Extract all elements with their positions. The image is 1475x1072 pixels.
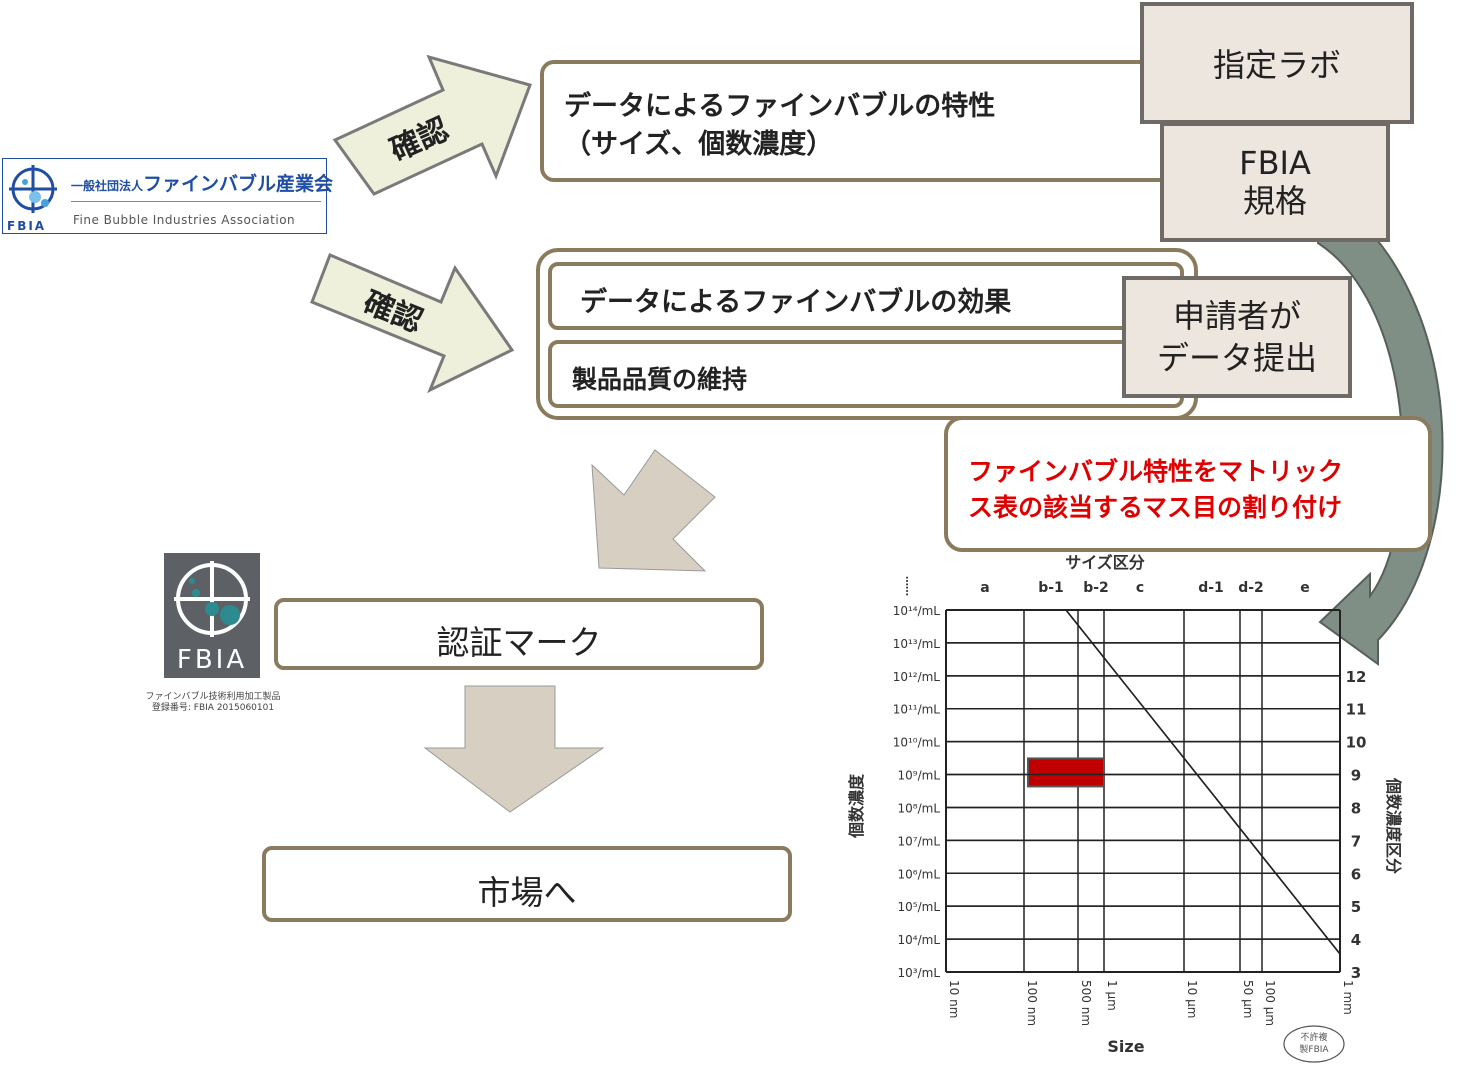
box-designated-lab: 指定ラボ	[1140, 2, 1414, 124]
x-tick-label: 10 μm	[1185, 980, 1199, 1018]
y-tick-label: 10⁷/mL	[898, 834, 941, 848]
chart-title: サイズ区分	[1065, 553, 1145, 572]
box-market: 市場へ	[262, 846, 792, 922]
x-axis-label: Size	[1107, 1037, 1144, 1056]
size-class-label: d-2	[1238, 580, 1264, 596]
size-class-label: e	[1300, 580, 1310, 596]
standard-line1: FBIA	[1239, 144, 1311, 182]
org-name-en: Fine Bubble Industries Association	[73, 213, 296, 227]
matrix-note-line2: ス表の該当するマス目の割り付け	[968, 493, 1343, 522]
box-fbia-standard: FBIA 規格	[1160, 122, 1390, 242]
applicant-line2: データ提出	[1156, 339, 1317, 377]
quality-label: 製品品質の維持	[572, 365, 748, 394]
ellipsis-mark: ……	[900, 576, 911, 596]
box-applicant: 申請者が データ提出	[1122, 276, 1352, 398]
y-tick-label: 10⁸/mL	[898, 801, 941, 815]
cert-logo: FBIA	[164, 553, 260, 678]
concentration-class-label: 8	[1351, 799, 1361, 817]
y-axis-label-right: 個数濃度区分	[1384, 777, 1403, 874]
down-arrow	[423, 685, 605, 813]
stamp-text-2: 製FBIA	[1299, 1043, 1329, 1055]
y-tick-label: 10¹¹/mL	[893, 703, 941, 717]
confirm-arrow-1	[332, 54, 532, 196]
lab-label: 指定ラボ	[1212, 46, 1341, 84]
box-characteristics: データによるファインバブルの特性 （サイズ、個数濃度）	[540, 60, 1180, 182]
x-tick-label: 1 mm	[1341, 980, 1355, 1015]
x-tick-label: 1 μm	[1105, 980, 1119, 1011]
cert-bubble-icon	[174, 561, 250, 637]
effect-label: データによるファインバブルの効果	[580, 287, 1012, 318]
cert-caption1: ファインバブル技術利用加工製品	[145, 692, 281, 702]
org-name: 一般社団法人ファインバブル産業会	[71, 169, 333, 196]
fbia-org-logo: FBIA 一般社団法人ファインバブル産業会 Fine Bubble Indust…	[2, 158, 333, 234]
size-class-label: c	[1136, 580, 1144, 596]
confirm-arrow-2	[310, 253, 515, 394]
x-tick-label: 100 μm	[1263, 980, 1277, 1026]
y-tick-label: 10¹⁴/mL	[893, 604, 941, 618]
concentration-class-label: 9	[1351, 767, 1361, 785]
matrix-note-line1: ファインバブル特性をマトリック	[968, 457, 1344, 486]
concentration-class-label: 6	[1351, 865, 1361, 883]
y-tick-label: 10⁹/mL	[898, 769, 941, 783]
highlight-cell	[1027, 757, 1105, 788]
characteristics-line1: データによるファインバブルの特性	[564, 91, 996, 122]
org-divider	[71, 201, 321, 202]
y-tick-label: 10³/mL	[898, 966, 941, 980]
y-tick-label: 10⁵/mL	[898, 900, 941, 914]
concentration-class-label: 10	[1346, 734, 1367, 752]
box-effect: データによるファインバブルの効果	[548, 262, 1184, 330]
size-class-label: a	[980, 580, 989, 596]
cert-abbr: FBIA	[176, 645, 248, 675]
stamp-outline	[1283, 1025, 1345, 1063]
size-class-label: d-1	[1198, 580, 1224, 596]
y-tick-label: 10⁴/mL	[898, 933, 941, 947]
x-tick-label: 500 nm	[1079, 980, 1093, 1026]
characteristics-line2: （サイズ、個数濃度）	[564, 129, 834, 160]
fbia-logo-icon	[9, 165, 57, 213]
box-quality: 製品品質の維持	[548, 340, 1184, 408]
market-label: 市場へ	[477, 873, 577, 912]
concentration-class-label: 7	[1351, 832, 1361, 850]
x-tick-label: 100 nm	[1025, 980, 1039, 1026]
y-tick-label: 10¹³/mL	[893, 637, 941, 651]
concentration-class-label: 5	[1351, 898, 1361, 916]
y-tick-label: 10¹⁰/mL	[893, 736, 941, 750]
org-name-main: ファインバブル産業会	[143, 173, 334, 195]
standard-line2: 規格	[1242, 182, 1307, 220]
y-tick-label: 10⁶/mL	[898, 867, 941, 881]
concentration-class-label: 4	[1351, 931, 1361, 949]
down-left-arrow	[591, 449, 716, 572]
box-matrix-note: ファインバブル特性をマトリック ス表の該当するマス目の割り付け	[944, 416, 1432, 552]
x-tick-label: 10 nm	[947, 980, 961, 1018]
cert-mark-label: 認証マーク	[436, 623, 602, 662]
org-prefix: 一般社団法人	[71, 179, 144, 193]
size-class-label: b-2	[1083, 580, 1109, 596]
x-tick-label: 50 μm	[1241, 980, 1255, 1018]
diagonal-line	[1065, 609, 1341, 955]
cert-caption2: 登録番号: FBIA 2015060101	[151, 703, 275, 713]
y-axis-label-left: 個数濃度	[847, 773, 866, 839]
y-tick-label: 10¹²/mL	[893, 670, 941, 684]
concentration-class-label: 12	[1346, 668, 1367, 686]
concentration-class-label: 11	[1346, 701, 1367, 719]
stamp-text-1: 不許複	[1300, 1031, 1327, 1043]
applicant-line1: 申請者が	[1172, 297, 1301, 335]
fbia-abbr: FBIA	[7, 219, 47, 233]
concentration-class-label: 3	[1351, 964, 1361, 982]
size-class-label: b-1	[1038, 580, 1064, 596]
box-cert-mark: 認証マーク	[274, 598, 764, 670]
